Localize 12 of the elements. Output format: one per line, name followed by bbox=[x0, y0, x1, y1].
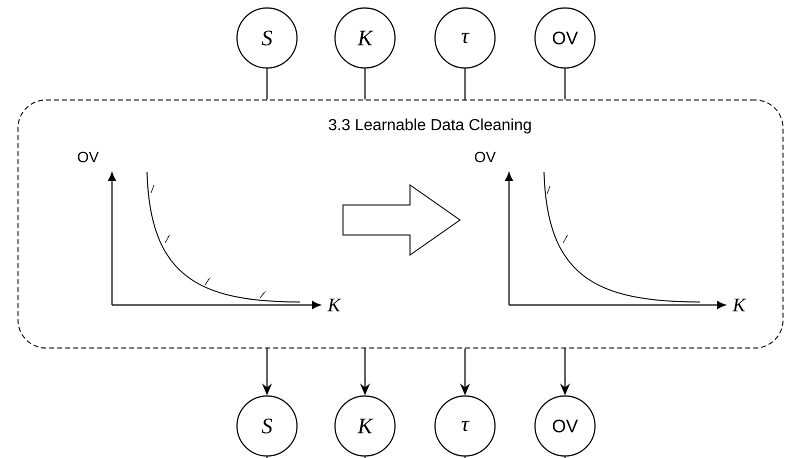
connector bbox=[464, 68, 466, 100]
connector bbox=[464, 456, 466, 458]
connector bbox=[564, 456, 566, 458]
axis-label: K bbox=[327, 298, 342, 312]
connector bbox=[364, 68, 366, 100]
connector bbox=[266, 68, 268, 100]
axis-label: OV bbox=[78, 152, 99, 162]
connector bbox=[564, 68, 566, 100]
axis-label: K bbox=[732, 298, 746, 312]
connector bbox=[266, 456, 268, 458]
axis-label: OV bbox=[474, 152, 496, 162]
connector bbox=[364, 456, 366, 458]
